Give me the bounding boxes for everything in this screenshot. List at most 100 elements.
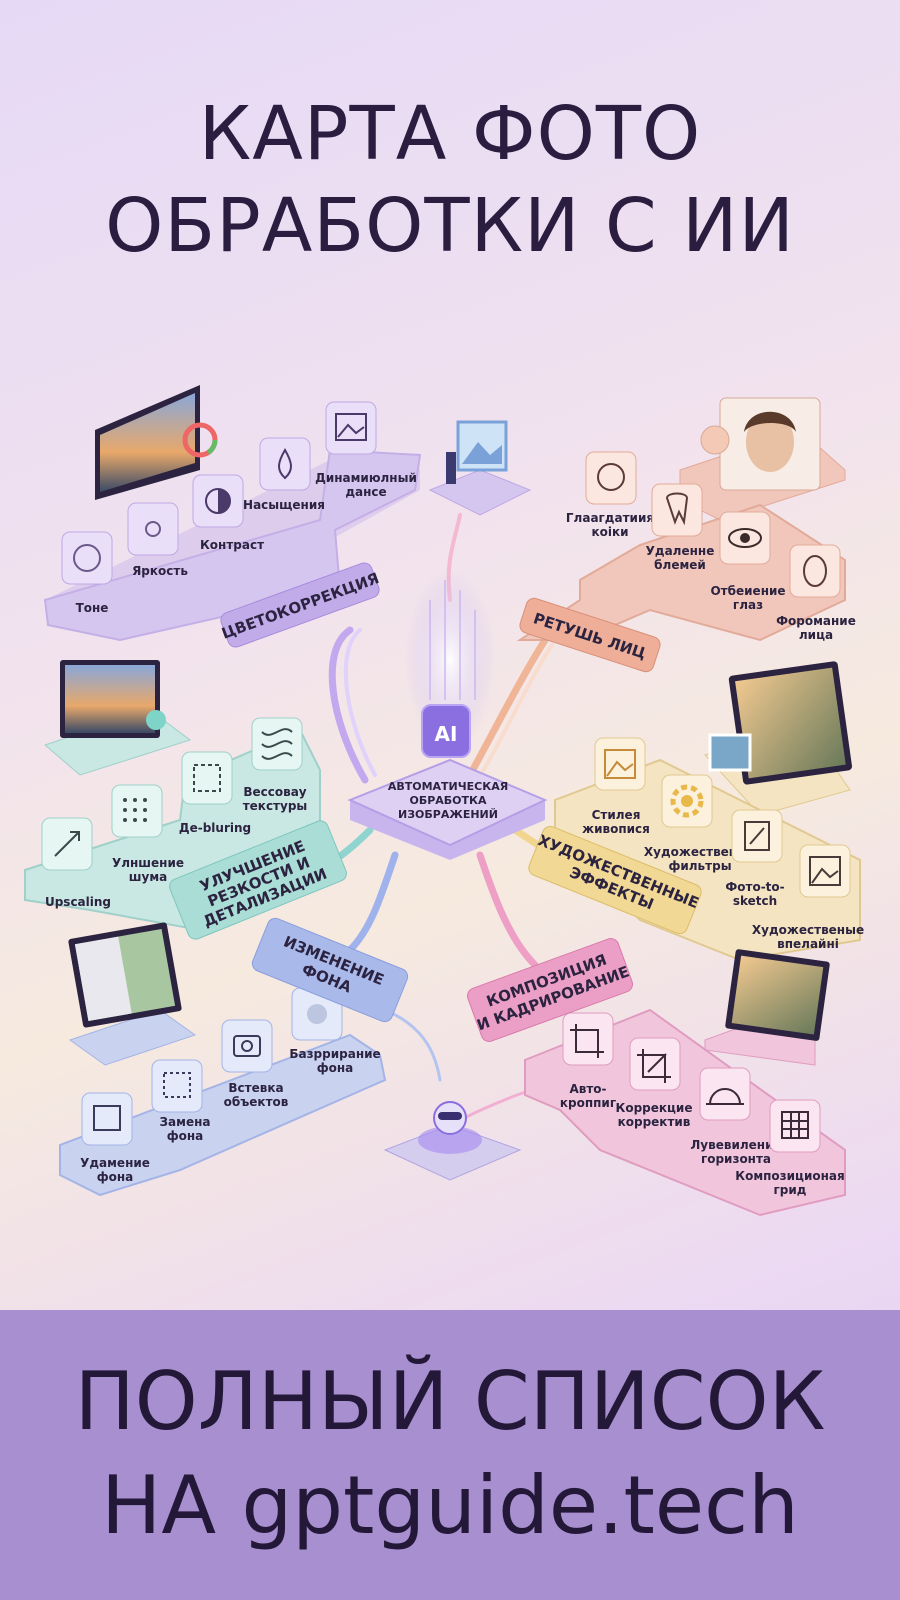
item-label: горизонта	[701, 1152, 771, 1166]
branch-art: Стилея живопися Художественые фильтры Фо…	[528, 661, 864, 962]
item-label: Тоне	[76, 601, 109, 615]
tile-bg-1: Удамение фона	[80, 1092, 150, 1184]
footer-line: НА gptguide.tech	[101, 1459, 799, 1552]
item-label: текстуры	[243, 799, 308, 813]
item-label: Композиционая	[735, 1169, 844, 1183]
connector-comp	[476, 851, 539, 969]
flower-icon	[681, 795, 693, 807]
tile-bg-4: Базррирание фона	[289, 987, 381, 1075]
texture-icon	[261, 728, 293, 760]
item-label: Авто-	[569, 1082, 606, 1096]
item-label: Замена	[160, 1115, 211, 1129]
color-wheel-segment	[182, 422, 218, 458]
branch-comp: Авто- кроппиг Коррекцие корректив Лувеви…	[467, 938, 846, 1217]
item-label: блемей	[654, 558, 706, 572]
branch-bg: Удамение фона Замена фона Встевка объект…	[59, 917, 409, 1197]
item-label: дансе	[345, 485, 386, 499]
noise-icon	[123, 798, 147, 822]
landscape-icon	[809, 856, 841, 886]
tile-art-1: Стилея живопися	[582, 737, 650, 836]
tile-sharp-4: Вессовау текстуры	[243, 717, 308, 813]
image-icon	[335, 413, 367, 441]
item-label: Глаагдатиия	[566, 511, 654, 525]
item-label: живопися	[582, 822, 650, 836]
item-label: Вессовау	[243, 785, 306, 799]
center-label: АВТОМАТИЧЕСКАЯ	[388, 780, 508, 793]
item-label: Фото-to-	[725, 880, 784, 894]
tile-art-3: Фото-to- sketch	[725, 809, 785, 908]
sun-icon	[145, 521, 161, 537]
mind-map: Тоне Яркость Контраст Насыщения	[24, 385, 864, 1217]
tile-sharp-3: Де-bluring	[179, 751, 251, 835]
tile-face-4: Форомание лица	[776, 544, 856, 642]
tablet-mockup	[95, 385, 218, 500]
connector-face	[476, 643, 554, 782]
item-label: Коррекцие	[616, 1101, 693, 1115]
connector-color	[328, 626, 369, 784]
item-label: лица	[799, 628, 833, 642]
item-label: Встевка	[228, 1081, 283, 1095]
item-label: Яркость	[132, 564, 188, 578]
item-label: Удаленне	[646, 544, 715, 558]
footer-banner: ПОЛНЫЙ СПИСОК НА gptguide.tech	[0, 1310, 900, 1600]
connector-face	[466, 636, 549, 779]
connector-color	[343, 628, 377, 777]
camera-icon	[233, 1035, 261, 1057]
center-label: ОБРАБОТКА	[409, 794, 487, 807]
item-label: Удамение	[80, 1156, 150, 1170]
item-label: глаз	[733, 598, 763, 612]
item-label: фона	[97, 1170, 134, 1184]
item-label: объектов	[224, 1095, 289, 1109]
ai-badge: AI	[435, 722, 458, 746]
item-label: Контраст	[200, 538, 264, 552]
bottom-platform	[383, 1101, 522, 1181]
tile-bg-3: Встевка объектов	[221, 1019, 289, 1109]
tile-comp-3: Лувевиление горизонта	[690, 1067, 782, 1166]
tile-face-2: Удаленне блемей	[646, 483, 715, 572]
item-label: фильтры	[668, 859, 731, 873]
title-line: ОБРАБОТКИ С ИИ	[105, 183, 795, 269]
branch-face: Глаагдатиия коіки Удаленне блемей Отбеие…	[516, 397, 856, 673]
tile-art-2: Художественые фильтры	[644, 774, 756, 873]
item-label: Де-bluring	[179, 821, 251, 835]
item-label: Улншение	[112, 856, 184, 870]
center-hub: AI АВТОМАТИЧЕСКАЯ ОБРАБОТКА ИЗОБРАЖЕНИЙ	[347, 570, 548, 860]
item-label: Художественые	[644, 845, 756, 859]
horizon-icon	[709, 1088, 741, 1105]
item-label: шума	[129, 870, 167, 884]
person-icon	[446, 452, 456, 484]
tooth-icon	[665, 492, 689, 526]
tile-comp-2: Коррекцие корректив	[616, 1037, 693, 1129]
sketch-icon	[744, 821, 770, 851]
grid-icon	[781, 1111, 809, 1139]
item-label: кроппиг	[560, 1096, 616, 1110]
item-label: коіки	[591, 525, 628, 539]
portrait-icon	[746, 412, 794, 472]
item-label: фона	[167, 1129, 204, 1143]
crop-adjust-icon	[637, 1049, 671, 1083]
branch-sharp: Upscaling Улншение шума Де-bluring	[24, 660, 347, 940]
tile-sharp-2: Улншение шума	[111, 784, 184, 884]
blur-bg-icon	[307, 1004, 327, 1024]
item-label: Художественые	[752, 923, 864, 937]
item-label: Динамиюлный	[315, 471, 417, 485]
tile-color-4: Насыщения	[243, 437, 325, 512]
tile-sharp-1: Upscaling	[41, 817, 111, 909]
item-label: Лувевиление	[690, 1138, 781, 1152]
tile-color-1: Тоне	[61, 531, 113, 615]
remove-bg-icon	[93, 1105, 121, 1131]
item-label: грид	[774, 1183, 807, 1197]
deblur-icon	[193, 764, 221, 792]
tile-comp-1: Авто- кроппиг	[560, 1012, 616, 1110]
tile-face-3: Отбеиение глаз	[710, 511, 786, 612]
footer-line: ПОЛНЫЙ СПИСОК	[74, 1355, 826, 1448]
tile-face-1: Глаагдатиия коіки	[566, 451, 654, 539]
item-label: впелайні	[777, 937, 839, 951]
face-shape-icon	[803, 555, 827, 587]
tile-color-2: Яркость	[127, 502, 188, 578]
palette-icon	[73, 544, 101, 572]
footer-text: ПОЛНЫЙ СПИСОК НА gptguide.tech	[0, 1350, 900, 1558]
center-label: ИЗОБРАЖЕНИЙ	[398, 808, 498, 821]
